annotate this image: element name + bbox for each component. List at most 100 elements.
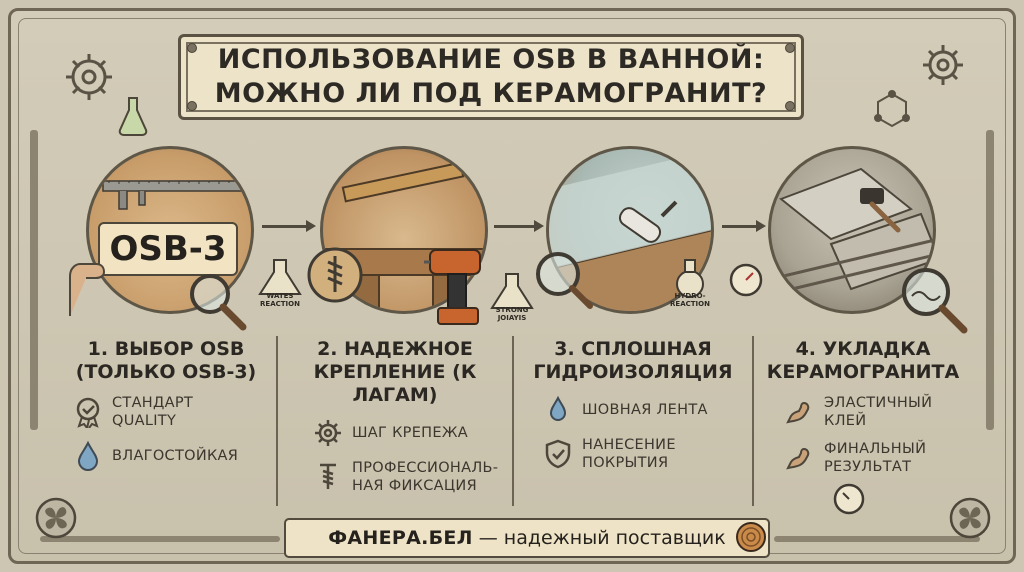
drop-shield-icon xyxy=(549,395,567,421)
page-title-line1: ИСПОЛЬЗОВАНИЕ OSB В ВАННОЙ: xyxy=(217,44,765,75)
feature-item: ПРОФЕССИОНАЛЬ- НАЯ ФИКСАЦИЯ xyxy=(312,459,508,495)
flask-shape xyxy=(676,259,704,298)
footer-tagline: надежный поставщик xyxy=(503,527,726,549)
feature-item: ШОВНАЯ ЛЕНТА xyxy=(542,394,748,426)
screw-icon xyxy=(307,247,363,303)
osb-board-label: OSB-3 xyxy=(98,222,238,276)
feature-text-line2: РЕЗУЛЬТАТ xyxy=(824,459,912,475)
bolt xyxy=(187,43,197,53)
drill-icon xyxy=(424,249,481,325)
feature-item: СТАНДАРТ QUALITY xyxy=(72,394,272,430)
feature-text: ЭЛАСТИЧНЫЙ КЛЕЙ xyxy=(824,394,932,430)
water-drop-icon xyxy=(77,440,99,471)
step-title-line2: ГИДРОИЗОЛЯЦИЯ xyxy=(533,361,733,383)
mallet-icon xyxy=(860,188,901,233)
gear-icon xyxy=(66,54,112,100)
step4-illustration xyxy=(768,146,936,314)
feature-text-line2: КЛЕЙ xyxy=(824,413,867,429)
feature-text: СТАНДАРТ QUALITY xyxy=(112,394,193,430)
bolt xyxy=(187,101,197,111)
feature-text-line1: ЭЛАСТИЧНЫЙ xyxy=(824,395,933,411)
page-title-line2: МОЖНО ЛИ ПОД КЕРАМОГРАНИТ? xyxy=(214,78,768,109)
magnifier-icon xyxy=(190,274,247,331)
feature-text: ФИНАЛЬНЫЙ РЕЗУЛЬТАТ xyxy=(824,440,926,476)
feature-text-line1: ВЛАГОСТОЙКАЯ xyxy=(112,448,239,464)
feature-text-line1: ФИНАЛЬНЫЙ xyxy=(824,441,927,457)
feature-text-line1: НАНЕСЕНИЕ xyxy=(582,437,676,453)
feature-text-line2: НАЯ ФИКСАЦИЯ xyxy=(352,478,477,494)
step-4: 4. УКЛАДКА КЕРАМОГРАНИТА ЭЛАСТИЧНЫЙ КЛЕЙ… xyxy=(758,338,968,508)
fan-icon xyxy=(35,497,77,539)
feature-text-line1: ПРОФЕССИОНАЛЬ- xyxy=(352,460,499,476)
flexed-arm-icon xyxy=(786,401,810,424)
flow-arrow xyxy=(262,220,316,232)
paint-roller-icon xyxy=(618,200,678,243)
check-shield-icon xyxy=(545,439,571,469)
wood-logo-icon xyxy=(736,522,766,552)
quality-badge-icon xyxy=(76,397,100,428)
feature-item: НАНЕСЕНИЕ ПОКРЫТИЯ xyxy=(542,436,748,472)
feature-text-line1: ШАГ КРЕПЕЖА xyxy=(352,425,468,441)
flask-shape xyxy=(490,273,534,309)
screw-icon xyxy=(320,463,336,489)
gear-icon xyxy=(923,45,963,85)
gear-icon xyxy=(315,420,341,446)
molecule-icon xyxy=(874,90,910,128)
column-divider xyxy=(512,336,514,506)
feature-text: ШАГ КРЕПЕЖА xyxy=(352,424,468,442)
column-divider xyxy=(752,336,754,506)
footer-brand: ФАНЕРА.БЕЛ xyxy=(328,527,473,549)
feature-text-line1: СТАНДАРТ xyxy=(112,395,194,411)
pipe-right xyxy=(986,130,994,430)
feature-text: ШОВНАЯ ЛЕНТА xyxy=(582,401,708,419)
column-divider xyxy=(276,336,278,506)
flow-arrow xyxy=(494,220,544,232)
step-title-line1: 4. УКЛАДКА xyxy=(795,338,931,360)
magnifier-icon xyxy=(902,268,968,334)
bolt xyxy=(785,101,795,111)
flask-shape xyxy=(258,259,302,295)
flask-icon: STRONG JOIAYIS xyxy=(486,272,538,330)
footer-banner[interactable]: ФАНЕРА.БЕЛ — надежный поставщик xyxy=(284,518,770,558)
feature-text-line2: QUALITY xyxy=(112,413,177,429)
caliper-icon xyxy=(102,180,246,210)
flask-icon: WATES REACTION xyxy=(254,258,306,316)
step-2: 2. НАДЕЖНОЕ КРЕПЛЕНИЕ (К ЛАГАМ) ШАГ КРЕП… xyxy=(282,338,508,508)
flask-label: STRONG JOIAYIS xyxy=(495,306,529,322)
step-title-line1: 2. НАДЕЖНОЕ xyxy=(317,338,473,360)
feature-item: ЭЛАСТИЧНЫЙ КЛЕЙ xyxy=(784,394,968,430)
step-title-line1: 1. ВЫБОР OSB xyxy=(87,338,245,360)
flask-icon: HYDRO-REACTION xyxy=(664,258,716,316)
feature-item: ФИНАЛЬНЫЙ РЕЗУЛЬТАТ xyxy=(784,440,968,476)
hand-icon xyxy=(69,263,106,316)
pipe-left xyxy=(30,130,38,430)
step-title-line2: КЕРАМОГРАНИТА xyxy=(766,361,960,383)
step-title: 3. СПЛОШНАЯ ГИДРОИЗОЛЯЦИЯ xyxy=(518,338,748,384)
feature-text: ВЛАГОСТОЙКАЯ xyxy=(112,447,238,465)
step-title: 1. ВЫБОР OSB (ТОЛЬКО OSB-3) xyxy=(60,338,272,384)
feature-item: ШАГ КРЕПЕЖА xyxy=(312,417,508,449)
step-title: 4. УКЛАДКА КЕРАМОГРАНИТА xyxy=(758,338,968,384)
step-title: 2. НАДЕЖНОЕ КРЕПЛЕНИЕ (К ЛАГАМ) xyxy=(282,338,508,407)
pressure-gauge-icon xyxy=(729,263,763,297)
footer-separator: — xyxy=(478,527,498,549)
step-title-line2: КРЕПЛЕНИЕ (К ЛАГАМ) xyxy=(313,361,477,406)
fan-icon xyxy=(949,497,991,539)
feature-text-line1: ШОВНАЯ ЛЕНТА xyxy=(582,402,708,418)
magnifier-icon xyxy=(536,252,593,309)
flask-label: WATES REACTION xyxy=(260,292,300,308)
pressure-gauge-icon xyxy=(833,483,865,515)
title-plaque: ИСПОЛЬЗОВАНИЕ OSB В ВАННОЙ: МОЖНО ЛИ ПОД… xyxy=(178,34,804,120)
step-title-line2: (ТОЛЬКО OSB-3) xyxy=(75,361,257,383)
flask-label: HYDRO-REACTION xyxy=(670,292,710,308)
flask-icon xyxy=(118,97,148,136)
feature-text: НАНЕСЕНИЕ ПОКРЫТИЯ xyxy=(582,436,676,472)
pipe-bottom-left xyxy=(40,536,280,542)
feature-text: ПРОФЕССИОНАЛЬ- НАЯ ФИКСАЦИЯ xyxy=(352,459,498,495)
bolt xyxy=(785,43,795,53)
step-title-line1: 3. СПЛОШНАЯ xyxy=(554,338,712,360)
flexed-arm-icon xyxy=(786,447,810,470)
flow-arrow xyxy=(722,220,766,232)
feature-item: ВЛАГОСТОЙКАЯ xyxy=(72,440,272,472)
pipe-bottom-right xyxy=(774,536,980,542)
